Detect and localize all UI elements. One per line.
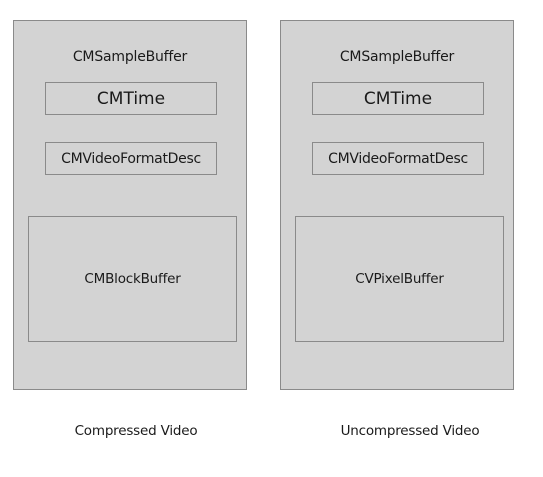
uncompressed-sample-buffer-panel: CMSampleBuffer CMTime CMVideoFormatDesc … xyxy=(280,20,514,390)
panel-title: CMSampleBuffer xyxy=(72,49,188,65)
block-buffer-box: CMBlockBuffer xyxy=(28,216,237,342)
cmtime-box: CMTime xyxy=(312,82,484,115)
video-format-desc-box: CMVideoFormatDesc xyxy=(45,142,217,175)
uncompressed-video-caption: Uncompressed Video xyxy=(340,423,480,439)
video-format-desc-box: CMVideoFormatDesc xyxy=(312,142,484,175)
compressed-video-caption: Compressed Video xyxy=(74,423,198,439)
pixel-buffer-box: CVPixelBuffer xyxy=(295,216,504,342)
compressed-sample-buffer-panel: CMSampleBuffer CMTime CMVideoFormatDesc … xyxy=(13,20,247,390)
cmtime-box: CMTime xyxy=(45,82,217,115)
panel-title: CMSampleBuffer xyxy=(339,49,455,65)
